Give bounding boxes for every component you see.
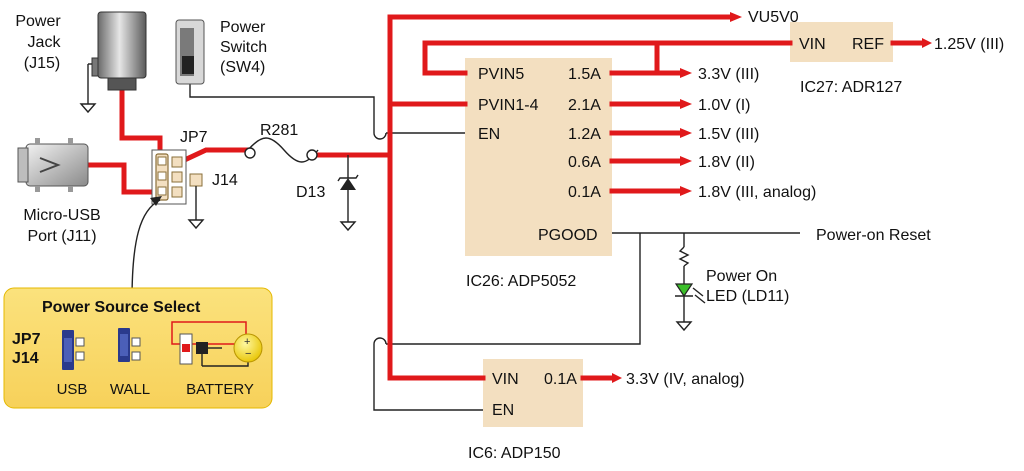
- power-source-select-panel: [3, 287, 273, 409]
- ic26-out-current: 0.1A: [568, 184, 601, 201]
- panel-j14-label: J14: [12, 350, 39, 367]
- ground-icon: [79, 103, 97, 114]
- arrow-1v8: [680, 156, 692, 166]
- ic26-out-current: 0.6A: [568, 154, 601, 171]
- ic26-out-voltage: 1.8V (II): [698, 154, 755, 171]
- ic26-out-voltage: 1.5V (III): [698, 126, 759, 143]
- ic6-output-label: 3.3V (IV, analog): [626, 371, 745, 388]
- crossover-hop: [373, 132, 387, 140]
- ic26-pin-pvin5: PVIN5: [478, 66, 524, 83]
- ic27-body: [790, 22, 893, 62]
- r281-fuse-icon: [247, 137, 319, 163]
- power-jack-label: Power: [15, 13, 61, 30]
- pvin5-loop: [422, 40, 793, 76]
- ic26-out-voltage: 3.3V (III): [698, 66, 759, 83]
- svg-text:Port (J11): Port (J11): [27, 228, 96, 245]
- svg-text:Jack: Jack: [28, 34, 62, 51]
- led-ray-2: [694, 294, 706, 304]
- j14-pin: [189, 173, 203, 187]
- ground-icon: [187, 219, 205, 230]
- select-arrow: [131, 199, 161, 301]
- ic26-pin-en: EN: [478, 126, 500, 143]
- svg-text:Switch: Switch: [220, 39, 267, 56]
- d13-label: D13: [296, 184, 325, 201]
- ic26-out-current: 2.1A: [568, 97, 601, 114]
- pgood-to-ic6-wire: [386, 233, 641, 345]
- jp7-label: JP7: [180, 129, 208, 146]
- ground-icon: [675, 321, 693, 332]
- jp7-out-rail: [174, 147, 251, 167]
- vu5v0-rail: [387, 14, 733, 158]
- arrow-ic6-out: [612, 373, 622, 383]
- ic26-out-current: 1.2A: [568, 126, 601, 143]
- led-resistor: [678, 246, 690, 267]
- led-ray-1: [692, 287, 704, 297]
- ic26-name: IC26: ADP5052: [466, 273, 576, 290]
- arrow-ref: [922, 38, 932, 48]
- ic26-pin-pgood: PGOOD: [538, 227, 598, 244]
- option-wall-label: WALL: [110, 381, 150, 398]
- ic6-en: EN: [492, 402, 514, 419]
- ic27-ref: REF: [852, 36, 884, 53]
- vu5v0-label: VU5V0: [748, 9, 799, 26]
- led-icon: [674, 283, 694, 298]
- switch-wire: [189, 84, 375, 133]
- option-usb-label: USB: [57, 381, 88, 398]
- ic6-name: IC6: ADP150: [468, 445, 561, 462]
- ic6-en-wire: [373, 344, 483, 411]
- panel-jp7-label: JP7: [12, 331, 41, 348]
- power-on-reset-label: Power-on Reset: [816, 227, 931, 244]
- arrow-1v8a: [680, 186, 692, 196]
- ref-output-label: 1.25V (III): [934, 36, 1004, 53]
- ground-icon: [339, 221, 357, 232]
- power-jack-icon: [97, 11, 147, 79]
- vu5v0-arrow: [730, 12, 742, 22]
- usb-rail: [85, 162, 163, 195]
- battery-loop: [171, 321, 247, 345]
- ic26-out-voltage: 1.8V (III, analog): [698, 184, 816, 201]
- ic27-name: IC27: ADR127: [800, 79, 902, 96]
- d13-zener-icon: [340, 178, 356, 190]
- option-battery-label: BATTERY: [186, 381, 254, 398]
- micro-usb-label: Micro-USB: [23, 207, 100, 224]
- battery-icon: [233, 333, 263, 363]
- arrow-1v5: [680, 128, 692, 138]
- arrow-3v3: [680, 68, 692, 78]
- ic6-vin-rail: [387, 152, 486, 381]
- ic6-body: [483, 359, 583, 427]
- r281-label: R281: [260, 122, 298, 139]
- svg-text:(SW4): (SW4): [220, 59, 265, 76]
- svg-text:+: +: [244, 336, 250, 348]
- power-switch-label: Power: [220, 19, 266, 36]
- ic26-out-current: 1.5A: [568, 66, 601, 83]
- ic27-vin: VIN: [799, 36, 826, 53]
- ic26-body: [465, 58, 612, 256]
- jack-rail: [119, 87, 163, 155]
- svg-text:−: −: [245, 348, 251, 360]
- j14-label: J14: [212, 172, 238, 189]
- arrow-1v0: [680, 99, 692, 109]
- ic26-out-voltage: 1.0V (I): [698, 97, 750, 114]
- svg-text:LED (LD11): LED (LD11): [706, 288, 789, 305]
- ic6-current: 0.1A: [544, 371, 577, 388]
- ic26-pin-pvin14: PVIN1-4: [478, 97, 539, 114]
- ic6-vin: VIN: [492, 371, 519, 388]
- crossover-hop-2: [373, 337, 387, 345]
- power-source-select-title: Power Source Select: [42, 299, 201, 316]
- power-on-led-label: Power On: [706, 268, 777, 285]
- svg-text:(J15): (J15): [24, 55, 60, 72]
